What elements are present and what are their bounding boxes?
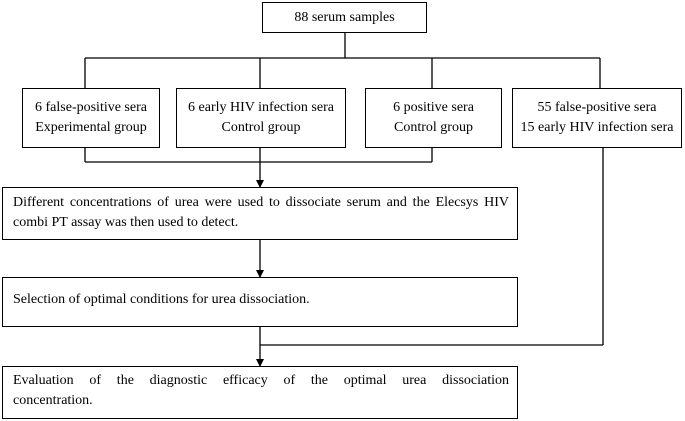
top-box-text: 88 serum samples xyxy=(294,10,395,25)
group-box-control-early-line2: Control group xyxy=(221,120,301,135)
step-box-evaluation: Evaluation of the diagnostic efficacy of… xyxy=(2,366,518,419)
step-box-dissociation: Different concentrations of urea were us… xyxy=(2,187,518,240)
step-box-optimal: Selection of optimal conditions for urea… xyxy=(2,277,518,327)
step-box-evaluation-line2: concentration. xyxy=(13,393,93,408)
step-box-evaluation-line1: Evaluation of the diagnostic efficacy of… xyxy=(13,373,509,388)
group-box-control-positive-line1: 6 positive sera xyxy=(393,100,474,115)
group-box-control-positive-line2: Control group xyxy=(394,120,473,135)
group-box-control-early: 6 early HIV infection sera Control group xyxy=(176,88,346,148)
step-box-dissociation-line1: Different concentrations of urea were us… xyxy=(13,195,509,210)
group-box-experimental-line1: 6 false-positive sera xyxy=(35,100,147,115)
step-box-dissociation-line2: combi PT assay was then used to detect. xyxy=(13,215,239,230)
group-box-experimental: 6 false-positive sera Experimental group xyxy=(22,88,160,148)
group-box-experimental-line2: Experimental group xyxy=(35,120,147,135)
group-box-evaluation-set-line2: 15 early HIV infection sera xyxy=(520,120,674,135)
group-box-evaluation-set: 55 false-positive sera 15 early HIV infe… xyxy=(512,88,682,148)
group-box-evaluation-set-line1: 55 false-positive sera xyxy=(537,100,657,115)
step-box-optimal-line1: Selection of optimal conditions for urea… xyxy=(13,292,310,307)
group-box-control-early-line1: 6 early HIV infection sera xyxy=(188,100,334,115)
group-box-control-positive: 6 positive sera Control group xyxy=(365,88,502,148)
top-box-serum-samples: 88 serum samples xyxy=(262,2,427,33)
